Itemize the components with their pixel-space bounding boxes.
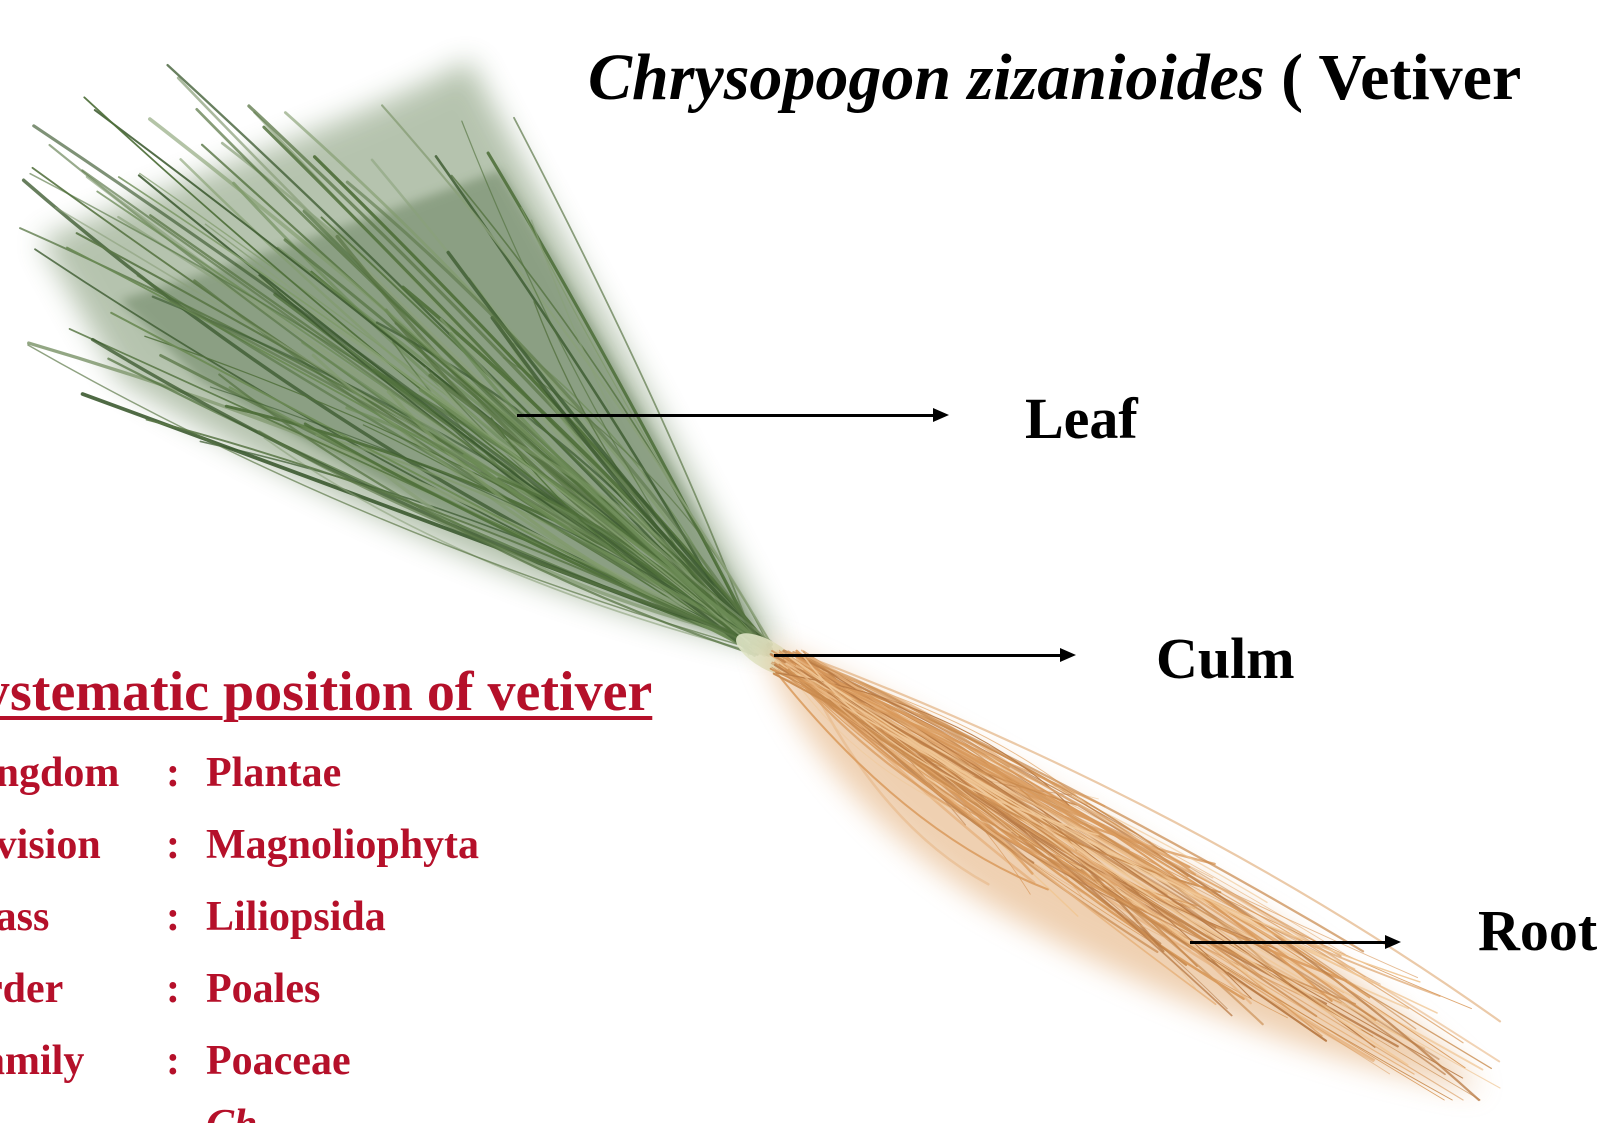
taxonomy-colon: :: [166, 1040, 206, 1082]
taxonomy-row-genus: Ch: [0, 1104, 257, 1123]
taxonomy-row-division: ivision:Magnoliophyta: [0, 824, 479, 866]
taxonomy-value: Liliopsida: [206, 894, 386, 940]
culm-label: Culm: [1156, 630, 1295, 688]
taxonomy-value: Plantae: [206, 750, 341, 796]
taxonomy-colon: :: [166, 752, 206, 794]
taxonomy-row-family: amily:Poaceae: [0, 1040, 351, 1082]
taxonomy-colon: :: [166, 896, 206, 938]
taxonomy-colon: :: [166, 824, 206, 866]
taxonomy-row-class: lass:Liliopsida: [0, 896, 386, 938]
root-label: Root: [1478, 902, 1597, 960]
taxonomy-rank: ivision: [0, 824, 166, 866]
taxonomy-row-order: rder:Poales: [0, 968, 320, 1010]
taxonomy-colon: :: [166, 968, 206, 1010]
taxonomy-rank: rder: [0, 968, 166, 1010]
taxonomy-rank: ingdom: [0, 752, 166, 794]
culm-arrow: [774, 654, 1062, 657]
taxonomy-value: Poaceae: [206, 1038, 351, 1084]
leaf-label: Leaf: [1025, 390, 1138, 448]
taxonomy-rank: lass: [0, 896, 166, 938]
taxonomy-rank: amily: [0, 1040, 166, 1082]
taxonomy-value: Magnoliophyta: [206, 822, 479, 868]
taxonomy-value: Ch: [206, 1102, 257, 1123]
page-title: Chrysopogon zizanioides ( Vetiver: [588, 45, 1521, 111]
taxonomy-row-kingdom: ingdom:Plantae: [0, 752, 341, 794]
taxonomy-value: Poales: [206, 966, 320, 1012]
root-arrow: [1190, 941, 1387, 944]
common-name: ( Vetiver: [1281, 41, 1521, 114]
leaf-arrow: [517, 414, 935, 417]
scientific-name: Chrysopogon zizanioides: [588, 41, 1265, 114]
systematic-position-heading: ystematic position of vetiver: [0, 664, 652, 720]
